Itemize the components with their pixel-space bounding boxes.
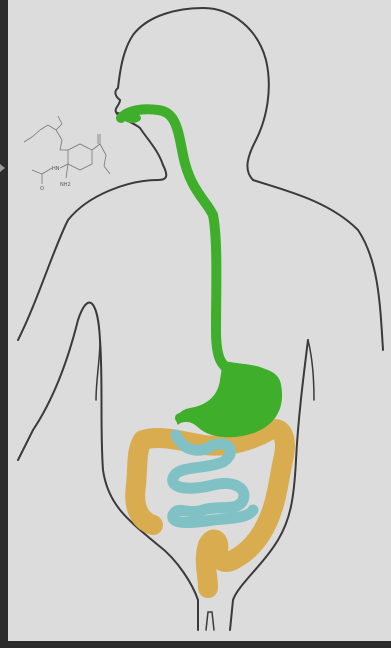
right-arm-inner-outline (308, 340, 314, 400)
edge-arrow-icon (0, 164, 5, 172)
body-outline (18, 8, 383, 630)
digestive-system-diagram: HN NH2 O (8, 0, 391, 641)
left-arm-inner-outline (96, 340, 100, 400)
molecule-label-o: O (40, 186, 44, 192)
legs-gap-outline (206, 612, 214, 630)
diagram-canvas: HN NH2 O (8, 0, 391, 641)
molecule-label-nh2: NH2 (60, 182, 71, 188)
molecule-structure (24, 116, 110, 184)
mouth-cavity (123, 113, 141, 123)
molecule-label-nh: HN (52, 166, 60, 172)
